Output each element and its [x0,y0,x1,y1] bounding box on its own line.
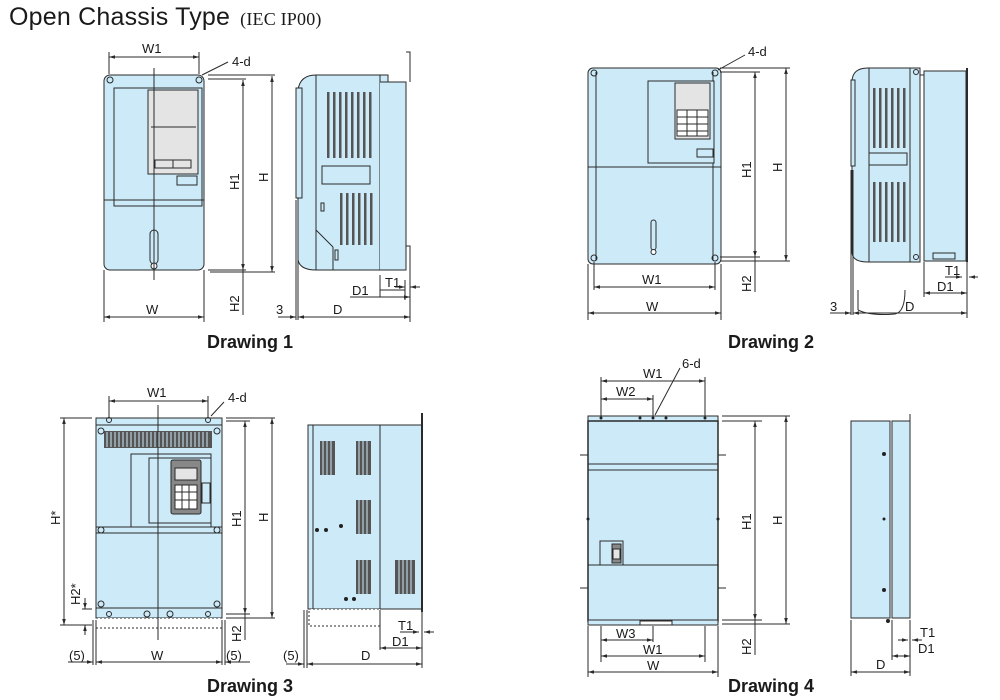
drawing-3-caption: Drawing 3 [207,676,294,696]
d1-w1-label: W1 [142,41,162,56]
d1-h1-label: H1 [227,173,242,190]
d4-h1-label: H1 [739,513,754,530]
drawing-3-front-view [95,405,223,640]
d4-mount-label: 6-d [682,356,701,371]
d2-d-label: D [905,299,914,314]
d3-gap-right-label: (5) [226,648,242,663]
drawing-4-front-view [580,415,726,626]
d4-h-label: H [770,516,785,525]
d1-h2-label: H2 [227,295,242,312]
d1-w-label: W [146,302,159,317]
d1-d-label: D [333,302,342,317]
d3-clearance-label: (5) [283,648,299,663]
drawing-4-side-view [850,414,911,623]
d1-t1-label: T1 [385,275,400,290]
d4-t1-label: T1 [920,625,935,640]
d3-h-star-label: H* [48,511,63,525]
d4-w3-label: W3 [616,626,636,641]
d2-mount-label: 4-d [748,44,767,59]
d2-h1-label: H1 [739,161,754,178]
title-main: Open Chassis Type [9,3,231,31]
d2-h2-label: H2 [739,275,754,292]
d1-h-label: H [256,173,271,182]
drawing-4-caption: Drawing 4 [728,676,815,696]
d4-w-label: W [647,658,660,673]
d4-w2-label: W2 [616,384,636,399]
d3-h1-label: H1 [229,510,244,527]
d2-t1-label: T1 [945,263,960,278]
drawing-1-side-view [295,51,411,275]
d3-h2-star-label: H2* [68,583,83,605]
d4-h2-label: H2 [739,638,754,655]
drawing-2-side-dimensions [830,170,978,318]
drawing-4-side-dimensions [850,620,922,676]
title-subtitle: (IEC IP00) [240,9,322,29]
d2-clearance-label: 3 [830,299,837,314]
drawing-3-side-dimensions [286,610,434,668]
drawing-1-front-view [103,68,205,280]
d3-h2-label: H2 [229,625,244,642]
d1-d1-label: D1 [352,283,369,298]
d2-d1-label: D1 [937,279,954,294]
drawing-2-caption: Drawing 2 [728,332,815,352]
d3-d1-label: D1 [392,634,409,649]
d1-clearance-label: 3 [276,302,283,317]
d3-mount-label: 4-d [228,390,247,405]
drawing-2-front-dimensions [587,54,790,320]
d3-d-label: D [361,648,370,663]
drawing-1-front-dimensions [103,52,275,322]
d3-w1-label: W1 [147,385,167,400]
d2-w-label: W [646,299,659,314]
drawing-1-side-dimensions [278,200,420,322]
drawing-3-side-view [307,413,423,627]
d2-w1-label: W1 [642,272,662,287]
d3-t1-label: T1 [398,618,413,633]
drawing-2-front-view [587,67,722,265]
d3-w-label: W [151,648,164,663]
d4-d1-label: D1 [918,641,935,656]
d3-gap-left-label: (5) [69,648,85,663]
d4-w1-bottom-label: W1 [643,642,663,657]
drawing-1-caption: Drawing 1 [207,332,294,352]
drawing-4-front-dimensions [587,367,790,677]
d3-h-label: H [256,513,271,522]
d1-mount-label: 4-d [232,54,251,69]
drawing-2-side-view [850,67,968,263]
drawing-3-front-dimensions [60,396,275,665]
d4-d-label: D [876,657,885,672]
d4-w1-top-label: W1 [643,366,663,381]
page-title: Open Chassis Type (IEC IP00) [9,3,322,32]
d2-h-label: H [770,163,785,172]
